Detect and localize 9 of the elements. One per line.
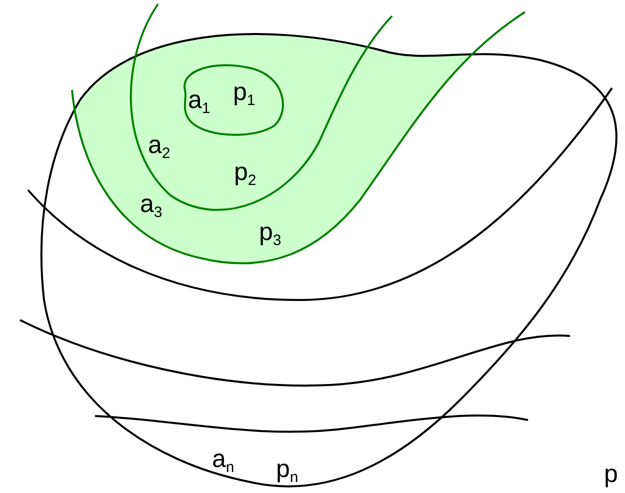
- contour-label: a$_{3}$: [140, 192, 162, 220]
- contour-label: a$_{2}$: [148, 133, 170, 161]
- contour-label: a$_{1}$: [188, 88, 210, 116]
- contour-label: p$_{3}$: [259, 220, 282, 248]
- contour-label: p$_{2}$: [234, 160, 256, 188]
- contour-label: p: [604, 462, 618, 487]
- contour-label: a$_{n}$: [212, 447, 234, 475]
- contour-label: p$_{n}$: [276, 457, 298, 485]
- contour-label: p$_{1}$: [233, 80, 256, 108]
